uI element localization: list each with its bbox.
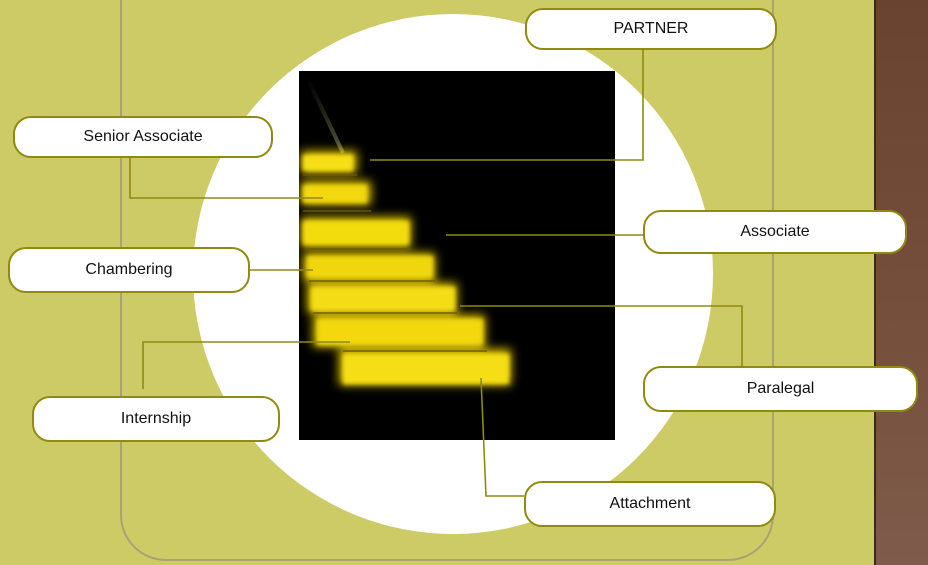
paralegal-connector <box>460 305 743 366</box>
label-partner: PARTNER <box>525 8 777 50</box>
step-6 <box>317 319 483 345</box>
label-associate: Associate <box>643 210 907 254</box>
label-internship: Internship <box>32 396 280 442</box>
step-4 <box>307 256 433 278</box>
steps <box>303 155 509 384</box>
step-5 <box>311 287 455 311</box>
label-attachment: Attachment <box>524 481 776 527</box>
side-bar <box>876 0 928 565</box>
internship-connector <box>142 341 350 389</box>
step-3 <box>303 221 409 245</box>
label-paralegal: Paralegal <box>643 366 918 412</box>
attachment-connector <box>480 377 524 497</box>
label-senior-associate: Senior Associate <box>13 116 273 158</box>
staircase-graphic <box>301 76 511 385</box>
partner-connector <box>370 48 644 161</box>
step-1 <box>303 155 353 171</box>
side-bar-edge <box>874 0 876 565</box>
label-chambering: Chambering <box>8 247 250 293</box>
senior-associate-connector <box>129 157 323 199</box>
handrail <box>305 76 345 154</box>
staircase-image <box>299 71 615 440</box>
step-edges <box>303 174 487 352</box>
